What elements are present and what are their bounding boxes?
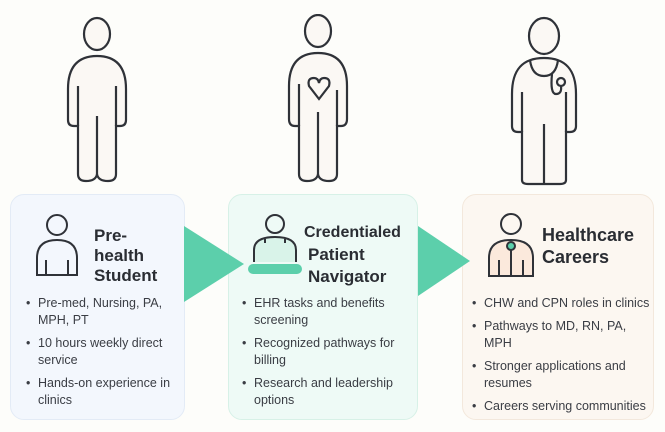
title-line: health <box>94 246 145 265</box>
list-item: Hands-on experience in clinics <box>26 375 176 409</box>
list-item: Pre-med, Nursing, PA, MPH, PT <box>26 295 176 329</box>
arrow-right-icon <box>184 226 244 302</box>
person-figure-icon <box>66 16 128 183</box>
person-heart-figure-icon <box>287 14 349 183</box>
title-line: Careers <box>542 247 610 267</box>
list-item: Recognized pathways for billing <box>242 335 412 369</box>
list-item: EHR tasks and benefits screening <box>242 295 412 329</box>
heart-icon <box>307 76 331 101</box>
list-item: 10 hours weekly direct service <box>26 335 176 369</box>
healthcare-worker-icon <box>488 213 534 277</box>
card-title: Healthcare Careers <box>542 224 634 268</box>
doctor-stethoscope-figure-icon <box>510 16 578 186</box>
title-line: Credentialed <box>304 224 401 241</box>
list-item: Pathways to MD, RN, PA, MPH <box>472 318 652 352</box>
navigator-icon <box>248 214 302 274</box>
bullet-list: CHW and CPN roles in clinics Pathways to… <box>472 295 652 421</box>
list-item: Research and leadership options <box>242 375 412 409</box>
title-line: Healthcare <box>542 225 635 245</box>
title-line: Navigator <box>308 267 387 286</box>
student-icon <box>36 214 78 276</box>
card-title: Credentialed Patient Navigator <box>304 222 401 288</box>
bullet-list: Pre-med, Nursing, PA, MPH, PT 10 hours w… <box>26 295 176 415</box>
title-line: Student <box>94 266 158 285</box>
list-item: Careers serving communities <box>472 398 652 415</box>
title-line: Patient <box>308 245 365 264</box>
list-item: CHW and CPN roles in clinics <box>472 295 652 312</box>
list-item: Stronger applications and resumes <box>472 358 652 392</box>
card-title: Pre- health Student <box>94 226 157 286</box>
arrow-right-icon <box>418 226 470 296</box>
bullet-list: EHR tasks and benefits screening Recogni… <box>242 295 412 415</box>
title-line: Pre- <box>94 226 128 245</box>
